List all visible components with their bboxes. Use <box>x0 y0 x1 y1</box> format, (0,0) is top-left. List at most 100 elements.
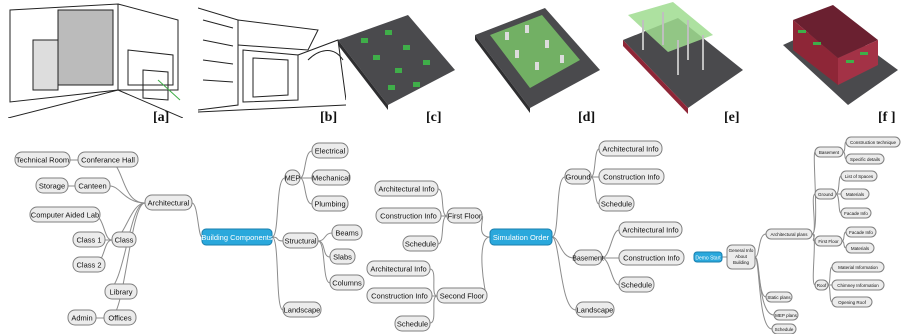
svg-text:Facade Info: Facade Info <box>844 211 868 216</box>
map1-node-mechanical: Mechanical <box>311 169 351 186</box>
svg-text:Schedule: Schedule <box>621 281 652 290</box>
svg-text:Materials: Materials <box>851 246 870 251</box>
map1-node-class-1: Class 1 <box>72 231 106 248</box>
panel-c-slab-model: [c] <box>333 0 458 125</box>
svg-text:Plumbing: Plumbing <box>314 200 345 209</box>
map3-node-mep-plans: MEP plans <box>773 309 799 321</box>
map2-node-b-schedule: Schedule <box>618 276 655 293</box>
panel-label-a: [a] <box>153 110 170 125</box>
svg-text:Construction Info: Construction Info <box>603 173 660 182</box>
svg-text:Architectural Info: Architectural Info <box>622 226 678 235</box>
svg-text:Schedule: Schedule <box>775 327 794 332</box>
svg-text:Ground: Ground <box>818 192 834 197</box>
map1-node-conference-hall: Conferance Hall <box>77 151 139 168</box>
svg-text:Facade Info: Facade Info <box>849 230 873 235</box>
map3-node-demo-start: Demo Start <box>693 251 723 263</box>
map3-node-static-plans: Static plans <box>765 291 793 303</box>
map2-node-sf-schedule: Schedule <box>394 315 431 332</box>
svg-text:Mechanical: Mechanical <box>312 174 350 183</box>
map2-node-b-construction-info: Construction Info <box>618 249 685 266</box>
svg-text:Architectural Info: Architectural Info <box>370 265 426 274</box>
svg-text:About: About <box>735 254 748 259</box>
map1-node-admin: Admin <box>67 309 97 326</box>
svg-text:Chimney Information: Chimney Information <box>837 283 879 288</box>
svg-text:MEP: MEP <box>285 176 301 183</box>
map3-node-schedule: Schedule <box>771 323 797 334</box>
svg-text:Class: Class <box>115 236 134 245</box>
map2-node-first-floor: First Floor <box>446 207 483 224</box>
panel-label-b: [b] <box>320 110 338 125</box>
map1-node-canteen: Canteen <box>74 177 111 194</box>
svg-text:Architectural Info: Architectural Info <box>602 145 658 154</box>
map1-node-structural: Structural <box>282 232 319 249</box>
map3-node-ground: Ground <box>814 188 837 200</box>
panel-label-c: [c] <box>426 110 442 125</box>
svg-text:Landscape: Landscape <box>284 306 321 315</box>
map3-node-chimney-information: Chimney Information <box>831 279 885 291</box>
map2-node-sf-architectural-info: Architectural Info <box>366 260 431 277</box>
map2-node-sf-construction-info: Construction Info <box>366 287 433 304</box>
svg-text:Beams: Beams <box>335 229 359 238</box>
map2-node-ff-schedule: Schedule <box>402 235 439 252</box>
map1-node-library: Library <box>104 283 138 300</box>
svg-text:Admin: Admin <box>71 314 92 323</box>
panel-b-sketch-exterior: [b] <box>198 0 346 125</box>
svg-text:Canteen: Canteen <box>78 182 106 191</box>
svg-text:Construction Info: Construction Info <box>623 254 680 263</box>
svg-text:Opening Roof: Opening Roof <box>838 300 867 305</box>
map1-node-class-2: Class 2 <box>72 256 106 273</box>
map1-node-mep: MEP <box>284 169 301 186</box>
map1-node-technical-room: Technical Room <box>14 151 71 168</box>
svg-text:First Floor: First Floor <box>818 239 839 244</box>
svg-text:Construction Info: Construction Info <box>380 212 437 221</box>
svg-text:List of Spaces: List of Spaces <box>845 174 874 179</box>
map3-node-ff-facade-info: Facade Info <box>845 226 877 238</box>
map3-node-opening-roof: Opening Roof <box>831 296 873 308</box>
svg-text:Construction technique: Construction technique <box>850 140 897 145</box>
svg-text:Library: Library <box>110 288 133 297</box>
svg-text:Schedule: Schedule <box>601 200 632 209</box>
svg-text:Architectural plans: Architectural plans <box>770 232 808 237</box>
svg-text:Simulation Order: Simulation Order <box>493 233 550 242</box>
svg-text:Second Floor: Second Floor <box>440 292 485 301</box>
svg-text:MEP plans: MEP plans <box>775 313 797 318</box>
svg-text:Offices: Offices <box>108 314 131 323</box>
map3-node-first-floor: First Floor <box>814 235 843 247</box>
map2-node-second-floor: Second Floor <box>436 287 488 304</box>
svg-text:Class 2: Class 2 <box>76 261 101 270</box>
map1-node-building-components: Building Components <box>201 228 273 246</box>
svg-text:Building: Building <box>733 260 750 265</box>
svg-text:Storage: Storage <box>39 182 65 191</box>
map1-node-plumbing: Plumbing <box>311 195 349 212</box>
svg-text:Materials: Materials <box>846 192 865 197</box>
panel-a-sketch-interior: [a] <box>8 0 183 125</box>
map3-node-basement: Basement <box>814 146 844 158</box>
map3-node-construction-technique: Construction technique <box>845 136 901 148</box>
map3-node-specific-details: Specific details <box>845 153 885 165</box>
svg-text:Technical Room: Technical Room <box>16 156 69 165</box>
map2-node-g-schedule: Schedule <box>598 195 635 212</box>
map1-node-electrical: Electrical <box>311 142 349 159</box>
map3-node-ff-materials: Materials <box>845 242 875 254</box>
svg-text:Schedule: Schedule <box>405 240 436 249</box>
panel-label-e: [e] <box>724 110 740 125</box>
svg-text:First Floor: First Floor <box>448 212 482 221</box>
map3-node-ground-facade-info: Facade Info <box>840 207 872 219</box>
map3-node-general-info: General Info About Building <box>726 244 756 270</box>
map3-node-material-information: Material Information <box>831 261 885 273</box>
svg-text:Columns: Columns <box>332 279 362 288</box>
map2-node-basement: Basement <box>572 249 604 266</box>
svg-text:Slabs: Slabs <box>333 253 352 262</box>
map2-node-simulation-order: Simulation Order <box>489 228 553 246</box>
svg-text:Material Information: Material Information <box>838 265 878 270</box>
panel-d-columns-model: [d] <box>470 0 605 125</box>
map2-node-ff-construction-info: Construction Info <box>375 207 442 224</box>
map1-node-slabs: Slabs <box>329 248 356 265</box>
map1-node-class: Class <box>111 231 137 248</box>
svg-text:Demo Start: Demo Start <box>695 256 721 262</box>
map3-node-ground-materials: Materials <box>840 188 870 200</box>
map3-node-architectural-plans: Architectural plans <box>765 228 813 240</box>
map1-node-architectural: Architectural <box>144 194 193 211</box>
svg-text:General Info: General Info <box>729 248 754 253</box>
